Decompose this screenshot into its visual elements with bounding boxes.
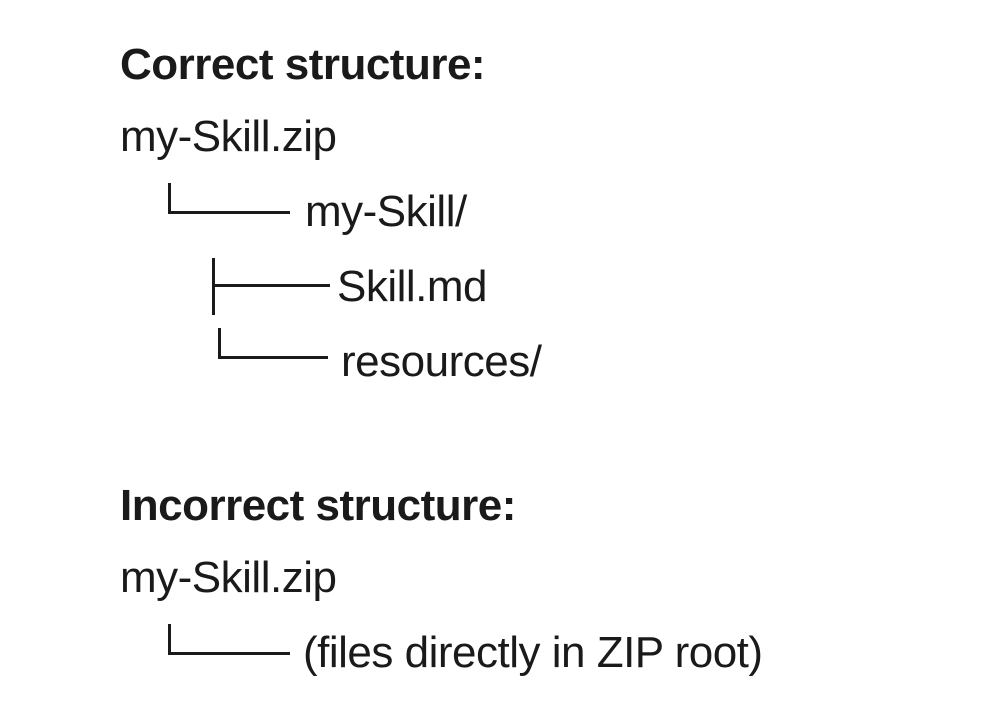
tree-item-my-skill-dir: my-Skill/ <box>120 174 982 249</box>
tree-item-label: resources/ <box>341 337 542 386</box>
correct-structure-section: Correct structure: my-Skill.zip my-Skill… <box>120 31 982 399</box>
tree-corner-connector-icon <box>168 624 290 655</box>
tree-tee-arm <box>215 284 330 287</box>
tree-item-label: Skill.md <box>337 262 488 311</box>
tree-item-files-in-root: (files directly in ZIP root) <box>120 615 982 690</box>
tree-item-skill-md: Skill.md <box>120 249 982 324</box>
incorrect-structure-section: Incorrect structure: my-Skill.zip (files… <box>120 472 982 690</box>
tree-tee-connector-icon <box>212 258 330 315</box>
tree-item-label: my-Skill/ <box>305 187 467 236</box>
tree-corner-connector-icon <box>168 183 290 214</box>
zip-root-line: my-Skill.zip <box>120 540 982 615</box>
document-body: Correct structure: my-Skill.zip my-Skill… <box>120 31 982 690</box>
incorrect-structure-heading: Incorrect structure: <box>120 481 516 530</box>
tree-corner-connector-icon <box>218 328 328 359</box>
tree-item-resources-dir: resources/ <box>120 324 982 399</box>
tree-item-label: (files directly in ZIP root) <box>303 628 763 677</box>
zip-root-label: my-Skill.zip <box>120 553 337 602</box>
zip-root-label: my-Skill.zip <box>120 112 337 161</box>
zip-root-line: my-Skill.zip <box>120 99 982 174</box>
correct-structure-heading: Correct structure: <box>120 40 486 89</box>
